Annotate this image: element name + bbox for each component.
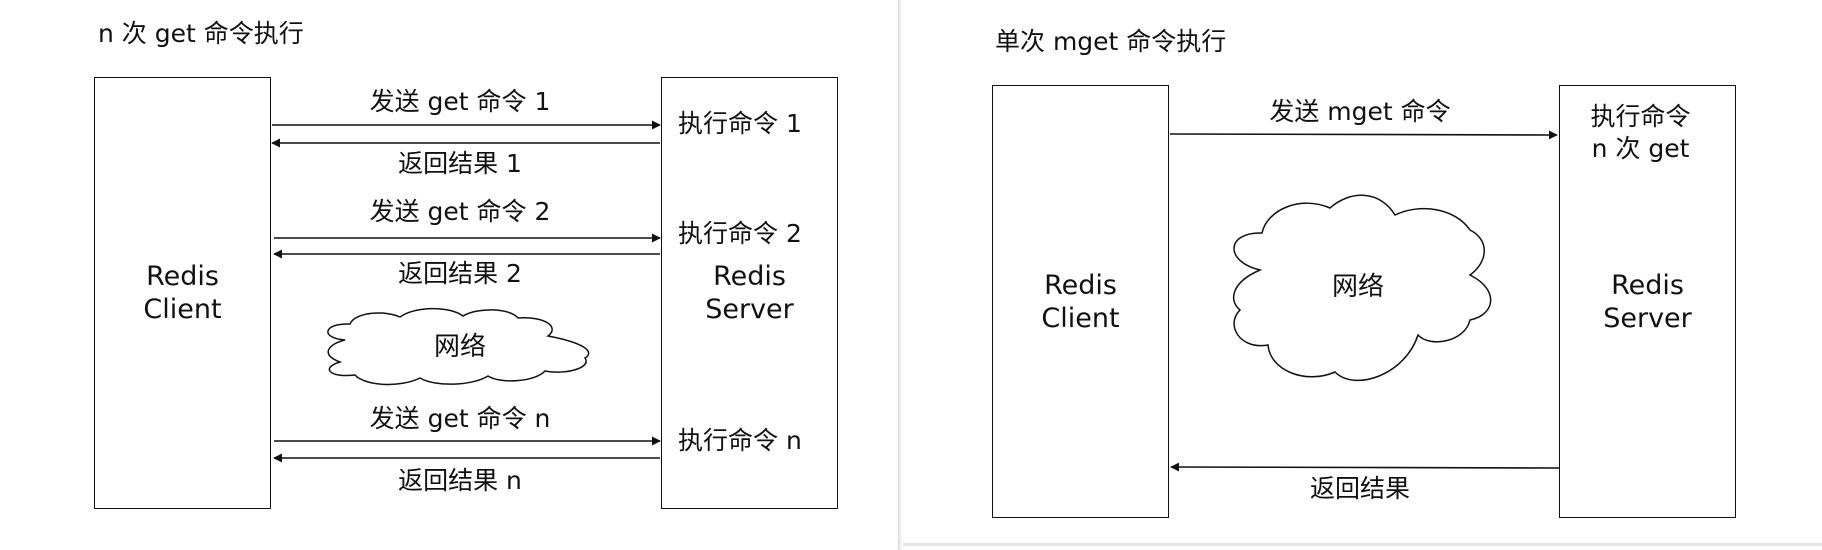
return-result-label: 返回结果 <box>1309 474 1410 503</box>
exec-label-2: 执行命令 2 <box>678 219 802 248</box>
exec-label-n: 执行命令 n <box>678 426 802 455</box>
right-exec-line1: 执行命令 <box>1590 102 1691 131</box>
send-mget-label: 发送 mget 命令 <box>1269 97 1451 126</box>
right-client-line1: Redis <box>1044 270 1117 301</box>
left-client-line1: Redis <box>146 261 219 292</box>
send-label-2: 发送 get 命令 2 <box>369 197 551 226</box>
right-network-cloud <box>1232 194 1492 382</box>
left-cloud-label: 网络 <box>433 332 486 362</box>
right-server-label: Redis Server <box>1559 269 1736 335</box>
return-label-n: 返回结果 n <box>398 466 522 495</box>
panel-divider <box>898 0 903 550</box>
return-label-1: 返回结果 1 <box>398 149 522 178</box>
right-server-line2: Server <box>1603 303 1692 334</box>
left-client-line2: Client <box>143 294 222 325</box>
right-title: 单次 mget 命令执行 <box>995 27 1227 56</box>
right-redis-server-box <box>1559 85 1736 518</box>
left-network-cloud <box>327 307 590 386</box>
right-exec-label: 执行命令 n 次 get <box>1559 101 1722 165</box>
left-server-label: Redis Server <box>661 260 838 326</box>
right-server-line1: Redis <box>1611 270 1684 301</box>
exec-label-1: 执行命令 1 <box>678 109 802 138</box>
left-server-line1: Redis <box>713 261 786 292</box>
right-cloud-label: 网络 <box>1331 272 1384 302</box>
return-label-2: 返回结果 2 <box>398 259 522 288</box>
send-label-n: 发送 get 命令 n <box>369 404 551 433</box>
right-redis-client-box <box>992 85 1169 518</box>
left-redis-server-box <box>661 77 838 509</box>
left-title: n 次 get 命令执行 <box>98 19 304 48</box>
left-redis-client-box <box>94 77 271 509</box>
left-server-line2: Server <box>705 294 794 325</box>
left-client-label: Redis Client <box>94 260 271 326</box>
right-client-line2: Client <box>1041 303 1120 334</box>
right-exec-line2: n 次 get <box>1591 134 1690 163</box>
send-mget-arrow <box>1169 130 1558 140</box>
send-label-1: 发送 get 命令 1 <box>369 87 551 116</box>
return-result-arrow <box>1170 462 1560 472</box>
right-client-label: Redis Client <box>992 269 1169 335</box>
